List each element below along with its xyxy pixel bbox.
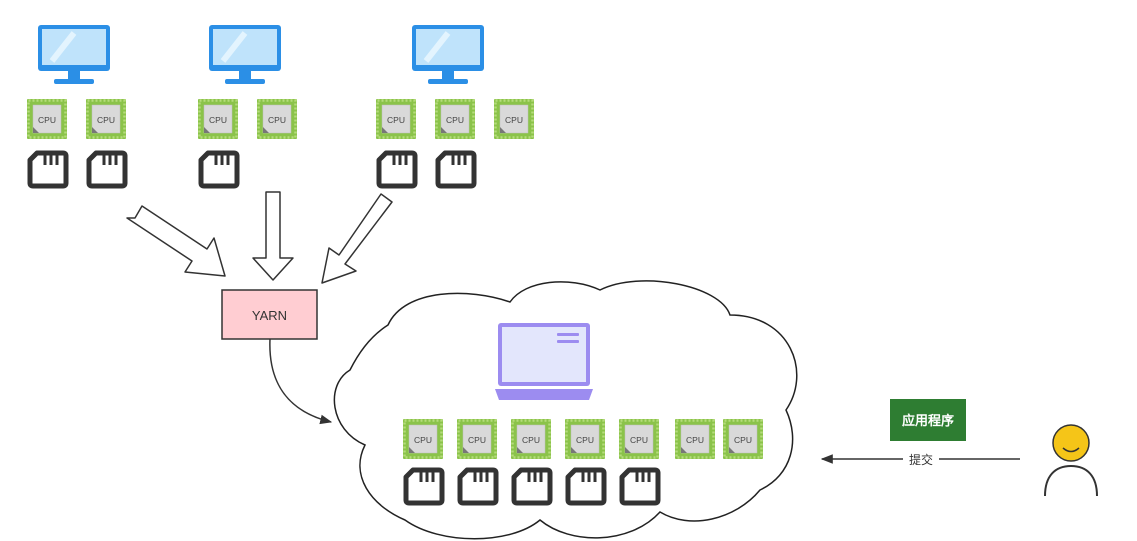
cluster-cloud [333,280,798,540]
submit-label-bg [903,451,939,467]
node-memory-icons [27,150,477,189]
cluster-cpu-icon: CPU [403,419,443,459]
cpu-label: CPU [387,115,405,125]
node-1-memory-icon [86,150,128,189]
cluster-cpu-icons: CPU CPU CPU CPU CPU CPU CPU [403,419,763,459]
node-cpu-icons: CPU CPU CPU CPU CPU CPU CPU [27,99,534,139]
cluster-cpu-icon: CPU [565,419,605,459]
node-2-cpu-icon: CPU [198,99,238,139]
node-1-memory-icon [27,150,69,189]
cluster-memory-icons [403,467,661,506]
node-3-memory-icon [376,150,418,189]
node-3-cpu-icon: CPU [435,99,475,139]
cpu-label: CPU [734,435,752,445]
node-3-monitor-icon [412,25,484,84]
app-box [890,399,966,441]
node-3-memory-icon [435,150,477,189]
app-label: 应用程序 [902,413,954,428]
cpu-label: CPU [686,435,704,445]
cluster-cpu-icon: CPU [457,419,497,459]
yarn-to-cluster-connector [269,338,333,425]
cluster-memory-icon [457,467,499,506]
cpu-label: CPU [446,115,464,125]
node-1-monitor-icon [38,25,110,84]
submit-label: 提交 [909,452,933,467]
yarn-label: YARN [252,308,287,323]
cluster-cpu-icon: CPU [619,419,659,459]
cluster-memory-icon [403,467,445,506]
laptop-icon [495,323,593,400]
node-3-to-yarn-arrow [321,193,393,284]
cpu-label: CPU [97,115,115,125]
cluster-memory-icon [511,467,553,506]
cpu-label: CPU [522,435,540,445]
cluster-cpu-icon: CPU [723,419,763,459]
node-2-memory-icon [198,150,240,189]
cluster-memory-icon [619,467,661,506]
cpu-label: CPU [576,435,594,445]
user-icon [1044,424,1098,497]
cpu-label: CPU [38,115,56,125]
node-2-cpu-icon: CPU [257,99,297,139]
node-1-to-yarn-arrow [126,205,226,277]
cpu-label: CPU [209,115,227,125]
cpu-label: CPU [630,435,648,445]
cluster-cpu-icon: CPU [511,419,551,459]
cluster-memory-icon [565,467,607,506]
cpu-label: CPU [505,115,523,125]
cluster-cpu-icon: CPU [675,419,715,459]
cpu-label: CPU [414,435,432,445]
node-2-monitor-icon [209,25,281,84]
node-1-cpu-icon: CPU [27,99,67,139]
node-1-cpu-icon: CPU [86,99,126,139]
node-3-cpu-icon: CPU [376,99,416,139]
node-3-cpu-icon: CPU [494,99,534,139]
cpu-label: CPU [268,115,286,125]
node-2-to-yarn-arrow [252,191,294,281]
cpu-label: CPU [468,435,486,445]
